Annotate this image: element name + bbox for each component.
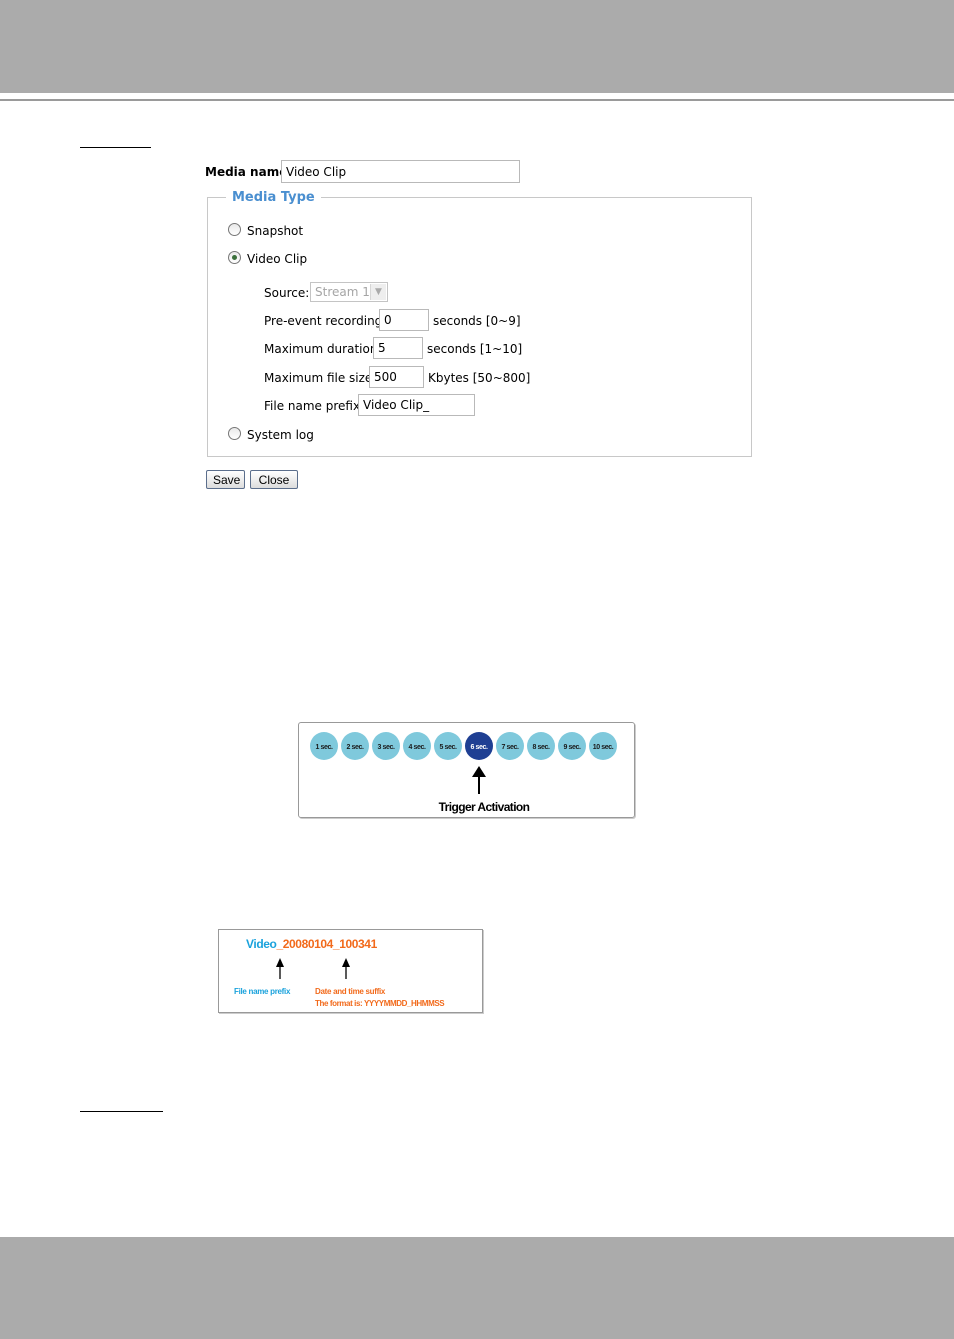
header-rule (0, 99, 954, 101)
second-label: 10 sec. (593, 744, 614, 751)
media-type-fieldset (207, 197, 752, 457)
timeline-svg: 1 sec. 2 sec. 3 sec. 4 sec. 5 sec. 6 sec. 7 se… (310, 732, 617, 814)
section-underline-2 (80, 1111, 163, 1112)
suffix-caption: Date and time suffix (315, 987, 386, 996)
second-circle (310, 732, 338, 760)
svg-text:Video_20080104_100341: Video_20080104_100341 (246, 937, 378, 951)
media-type-legend: Media Type (226, 190, 321, 205)
media-name-input[interactable] (281, 160, 520, 183)
second-circle (372, 732, 400, 760)
second-circle (558, 732, 586, 760)
second-label: 6 sec. (470, 744, 488, 751)
second-label: 2 sec. (346, 744, 364, 751)
pre-event-timeline-figure: 1 sec. 2 sec. 3 sec. 4 sec. 5 sec. 6 sec. 7 se… (298, 722, 635, 818)
system-log-label: System log (247, 428, 314, 442)
second-circle (496, 732, 524, 760)
second-label: 8 sec. (532, 744, 550, 751)
save-button[interactable]: Save (206, 470, 245, 489)
snapshot-label: Snapshot (247, 224, 304, 238)
page-footer-band (0, 1237, 954, 1339)
source-select-value: Stream 1 (315, 285, 370, 299)
video-clip-radio[interactable] (228, 251, 241, 264)
max-file-size-input[interactable] (369, 366, 424, 388)
filename-prefix-part: Video (246, 937, 277, 951)
page-header-band (0, 0, 954, 93)
max-duration-input[interactable] (373, 337, 423, 359)
suffix-format-caption: The format is: YYYYMMDD_HHMMSS (315, 999, 445, 1008)
trigger-arrow-head (472, 766, 486, 777)
second-circle (589, 732, 617, 760)
second-circle (341, 732, 369, 760)
max-file-size-unit: Kbytes [50~800] (428, 371, 531, 385)
suffix-arrow-head (342, 958, 350, 967)
max-duration-label: Maximum duration: (264, 342, 382, 356)
media-name-label: Media name: (205, 165, 293, 179)
file-prefix-input[interactable] (358, 394, 475, 416)
system-log-radio[interactable] (228, 427, 241, 440)
second-label: 5 sec. (439, 744, 457, 751)
file-prefix-label: File name prefix: (264, 399, 365, 413)
max-duration-unit: seconds [1~10] (427, 342, 523, 356)
second-label: 1 sec. (315, 744, 333, 751)
prefix-caption: File name prefix (234, 987, 291, 996)
second-circle (465, 732, 493, 760)
trigger-activation-label: Trigger Activation (439, 800, 530, 814)
second-label: 4 sec. (408, 744, 426, 751)
section-underline (80, 147, 151, 148)
snapshot-radio[interactable] (228, 223, 241, 236)
video-clip-label: Video Clip (247, 252, 308, 266)
second-label: 7 sec. (501, 744, 519, 751)
chevron-down-icon: ▼ (370, 284, 386, 300)
max-file-size-label: Maximum file size: (264, 371, 377, 385)
second-circle (403, 732, 431, 760)
pre-event-label: Pre-event recording: (264, 314, 387, 328)
second-circle (527, 732, 555, 760)
file-name-format-figure: Video_20080104_100341 File name prefix D… (218, 929, 483, 1013)
filename-svg: Video_20080104_100341 File name prefix D… (234, 937, 446, 1008)
source-label: Source: (264, 286, 310, 300)
filename-suffix-part: _20080104_100341 (275, 937, 377, 951)
second-label: 9 sec. (563, 744, 581, 751)
close-button[interactable]: Close (250, 470, 298, 489)
second-circle (434, 732, 462, 760)
second-label: 3 sec. (377, 744, 395, 751)
source-select[interactable]: Stream 1 ▼ (310, 282, 388, 302)
pre-event-input[interactable] (379, 309, 429, 331)
pre-event-unit: seconds [0~9] (433, 314, 521, 328)
prefix-arrow-head (276, 958, 284, 967)
